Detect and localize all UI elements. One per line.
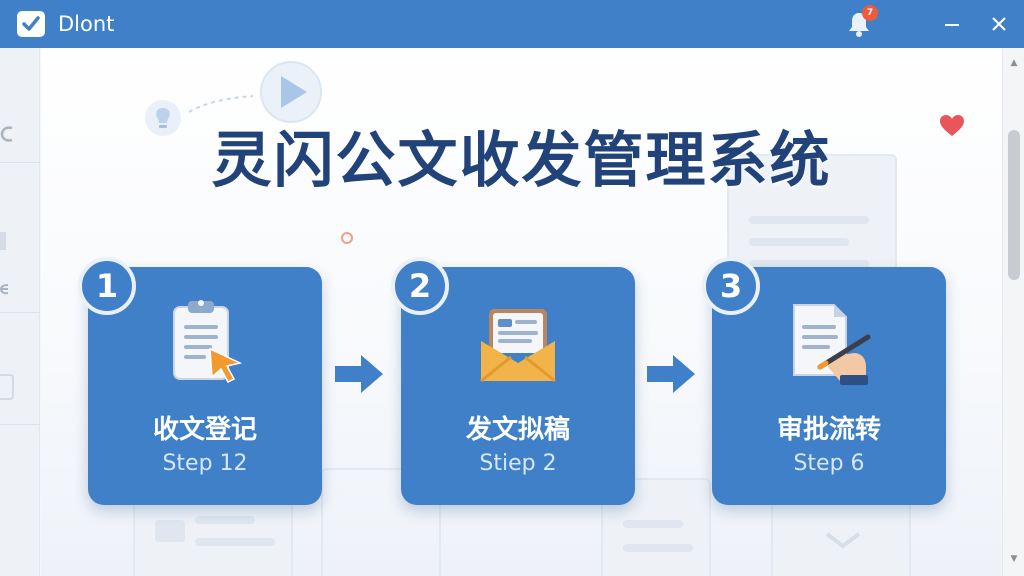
lightbulb-icon [145,100,181,136]
scroll-down-icon[interactable]: ▼ [1010,554,1018,564]
envelope-document-icon [480,309,556,383]
step-number-badge: 2 [391,257,449,315]
step-subtitle: Step 6 [793,451,865,476]
step-title: 发文拟稿 [465,415,570,445]
vertical-scrollbar[interactable]: ▲ ▼ [1002,48,1024,576]
dotted-path-icon [188,95,254,113]
step-card-1[interactable]: 1 收文登记 Step 12 [78,257,322,505]
step-subtitle: Stiep 2 [479,451,557,476]
close-icon [992,17,1006,31]
step-number-badge: 1 [78,257,136,315]
scroll-up-icon[interactable]: ▲ [1010,58,1018,68]
sidebar-ghost-item [0,232,6,250]
step-title: 收文登记 [152,415,257,445]
step-card-2[interactable]: 2 发文拟稿 Stiep 2 [391,257,635,505]
app-title: Dlont [58,12,115,36]
play-icon [260,61,322,123]
clipboard-cursor-icon [173,300,243,383]
dot-ring-icon [341,232,353,244]
heart-icon [940,115,964,136]
partial-glyph-icon [0,284,9,295]
page-title: 灵闪公文收发管理系统 [211,126,832,196]
scrollbar-thumb[interactable] [1008,130,1020,280]
title-bar: Dlont 7 [0,0,1024,48]
minimize-icon [945,24,959,26]
document-signing-icon [793,304,871,385]
background-chart-illustration [321,468,441,576]
step-subtitle: Step 12 [162,451,248,476]
step-number-badge: 3 [702,257,760,315]
arrow-right-icon [647,355,695,393]
step-title: 审批流转 [776,415,881,445]
main-content: 灵闪公文收发管理系统 1 收文登记 Step 12 2 [41,48,1002,576]
partial-glyph-icon [0,126,13,142]
minimize-button[interactable] [940,12,964,36]
left-sidebar [0,48,40,576]
arrow-right-icon [335,355,383,393]
close-button[interactable] [987,12,1011,36]
notification-badge: 7 [862,5,878,21]
app-checkbox-icon [17,11,45,37]
step-card-3[interactable]: 3 审批流转 Step 6 [702,257,946,505]
sidebar-ghost-item [0,374,14,400]
